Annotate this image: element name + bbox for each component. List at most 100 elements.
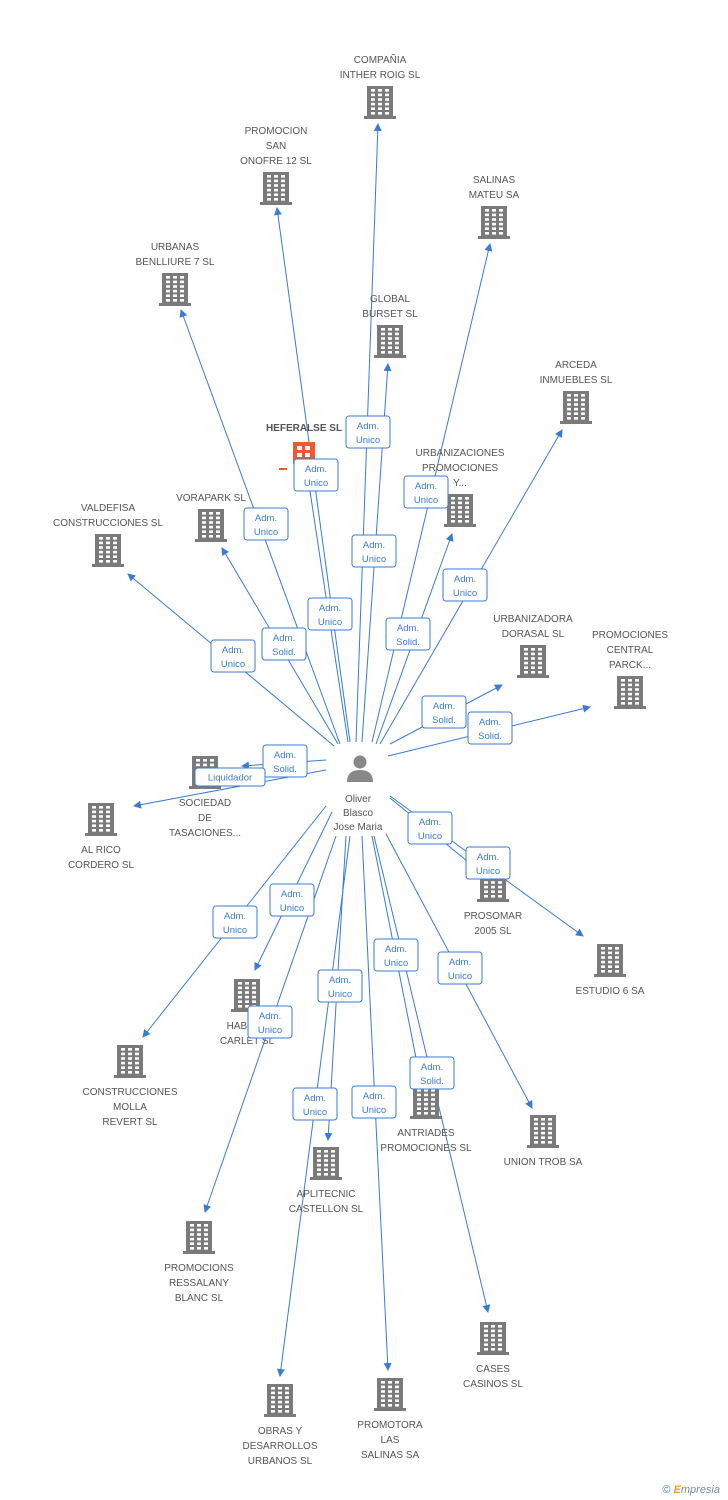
company-name-line: URBANIZACIONES: [416, 448, 505, 459]
company-name-line: COMPAÑIA: [354, 53, 407, 66]
company-node-estudio-6[interactable]: ESTUDIO 6 SA: [576, 944, 645, 997]
company-name-line: CENTRAL: [607, 645, 654, 656]
role-label-line: Adm.: [363, 1091, 385, 1102]
role-label-line: Adm.: [449, 957, 471, 968]
role-label-line: Adm.: [304, 1093, 326, 1104]
role-label-antriades: Adm.Unico: [373, 938, 419, 972]
role-label-box: [292, 1087, 338, 1121]
company-name-line: CARLET SL: [220, 1036, 275, 1047]
role-label-text: Liquidador: [208, 773, 252, 784]
role-label-text: Adm.Solid.: [396, 623, 420, 648]
role-label-line: Adm.: [385, 944, 407, 955]
role-label-box: [373, 938, 419, 972]
role-label-box: [269, 883, 315, 917]
company-node-union-trob[interactable]: UNION TROB SA: [504, 1115, 583, 1168]
company-name-line: CASINOS SL: [463, 1379, 523, 1390]
role-label-line: Solid.: [478, 731, 502, 742]
building-icon: [260, 172, 292, 205]
company-name-line: MOLLA: [113, 1102, 147, 1113]
role-label-box: [351, 1085, 397, 1119]
role-label-line: Adm.: [454, 574, 476, 585]
company-name-line: RESSALANY: [169, 1278, 229, 1289]
company-name-line: ANTRIADES: [397, 1128, 455, 1139]
role-label-line: Adm.: [397, 623, 419, 634]
role-label-arceda-inmuebles: Adm. Unico: [442, 568, 488, 602]
company-name-line: INMUEBLES SL: [540, 375, 613, 386]
role-label-box: [317, 969, 363, 1003]
company-name-line: CASTELLON SL: [289, 1204, 364, 1215]
company-name-line: 2005 SL: [474, 926, 512, 937]
role-label-box: [403, 475, 449, 509]
role-label-line: Unico: [453, 588, 477, 599]
role-label-box: [243, 507, 289, 541]
company-name-line: LAS: [381, 1435, 400, 1446]
role-label-line: Adm.: [329, 975, 351, 986]
role-label-box: [467, 711, 513, 745]
company-node-vorapark[interactable]: VORAPARK SL: [176, 493, 246, 542]
building-icon: [517, 645, 549, 678]
building-icon: [92, 534, 124, 567]
role-label-line: Adm.: [259, 1011, 281, 1022]
role-label-line: Solid.: [420, 1076, 444, 1087]
role-label-line: Unico: [223, 925, 247, 936]
company-name-line: SOCIEDAD: [179, 798, 231, 809]
building-icon: [560, 391, 592, 424]
company-node-compania-inther-roig[interactable]: COMPAÑIA INTHER ROIG SL: [340, 53, 421, 119]
role-label-text: Adm.Solid.: [478, 717, 502, 742]
role-label-line: Unico: [418, 831, 442, 842]
company-name-line: PARCK...: [609, 660, 651, 671]
role-label-global-burset: Adm.Unico: [351, 534, 397, 568]
company-name-line: INTHER ROIG SL: [340, 70, 421, 81]
role-label-text: Adm.Solid.: [432, 701, 456, 726]
role-label-text: Adm.Unico: [384, 944, 408, 969]
building-icon: [374, 1378, 406, 1411]
building-icon: [195, 509, 227, 542]
role-label-urbanizaciones-promociones: Adm.Solid.: [385, 617, 431, 651]
role-label-line: Adm.: [477, 852, 499, 863]
role-label-vorapark: Adm.Solid.: [261, 627, 307, 661]
building-icon: [183, 1221, 215, 1254]
company-name: ESTUDIO 6 SA: [576, 986, 645, 997]
role-label-box: [442, 568, 488, 602]
company-name-line: BENLLIURE 7 SL: [136, 257, 215, 268]
role-label-box: [385, 617, 431, 651]
role-label-line: Adm.: [274, 750, 296, 761]
company-name-line: CONSTRUCCIONES SL: [53, 518, 163, 529]
company-name: HEFERALSE SL: [266, 423, 342, 434]
role-label-text: Adm. Unico: [453, 574, 477, 599]
role-label-salinas-mateu: Adm.Unico: [403, 475, 449, 509]
role-label-box: [247, 1005, 293, 1039]
role-label-sociedad-tasaciones: Adm.Solid.: [262, 744, 308, 778]
company-name-line: CONSTRUCCIONES: [82, 1087, 177, 1098]
role-label-box: [437, 951, 483, 985]
role-label-line: Unico: [318, 617, 342, 628]
role-label-promotora-las-salinas: Adm.Unico: [351, 1085, 397, 1119]
